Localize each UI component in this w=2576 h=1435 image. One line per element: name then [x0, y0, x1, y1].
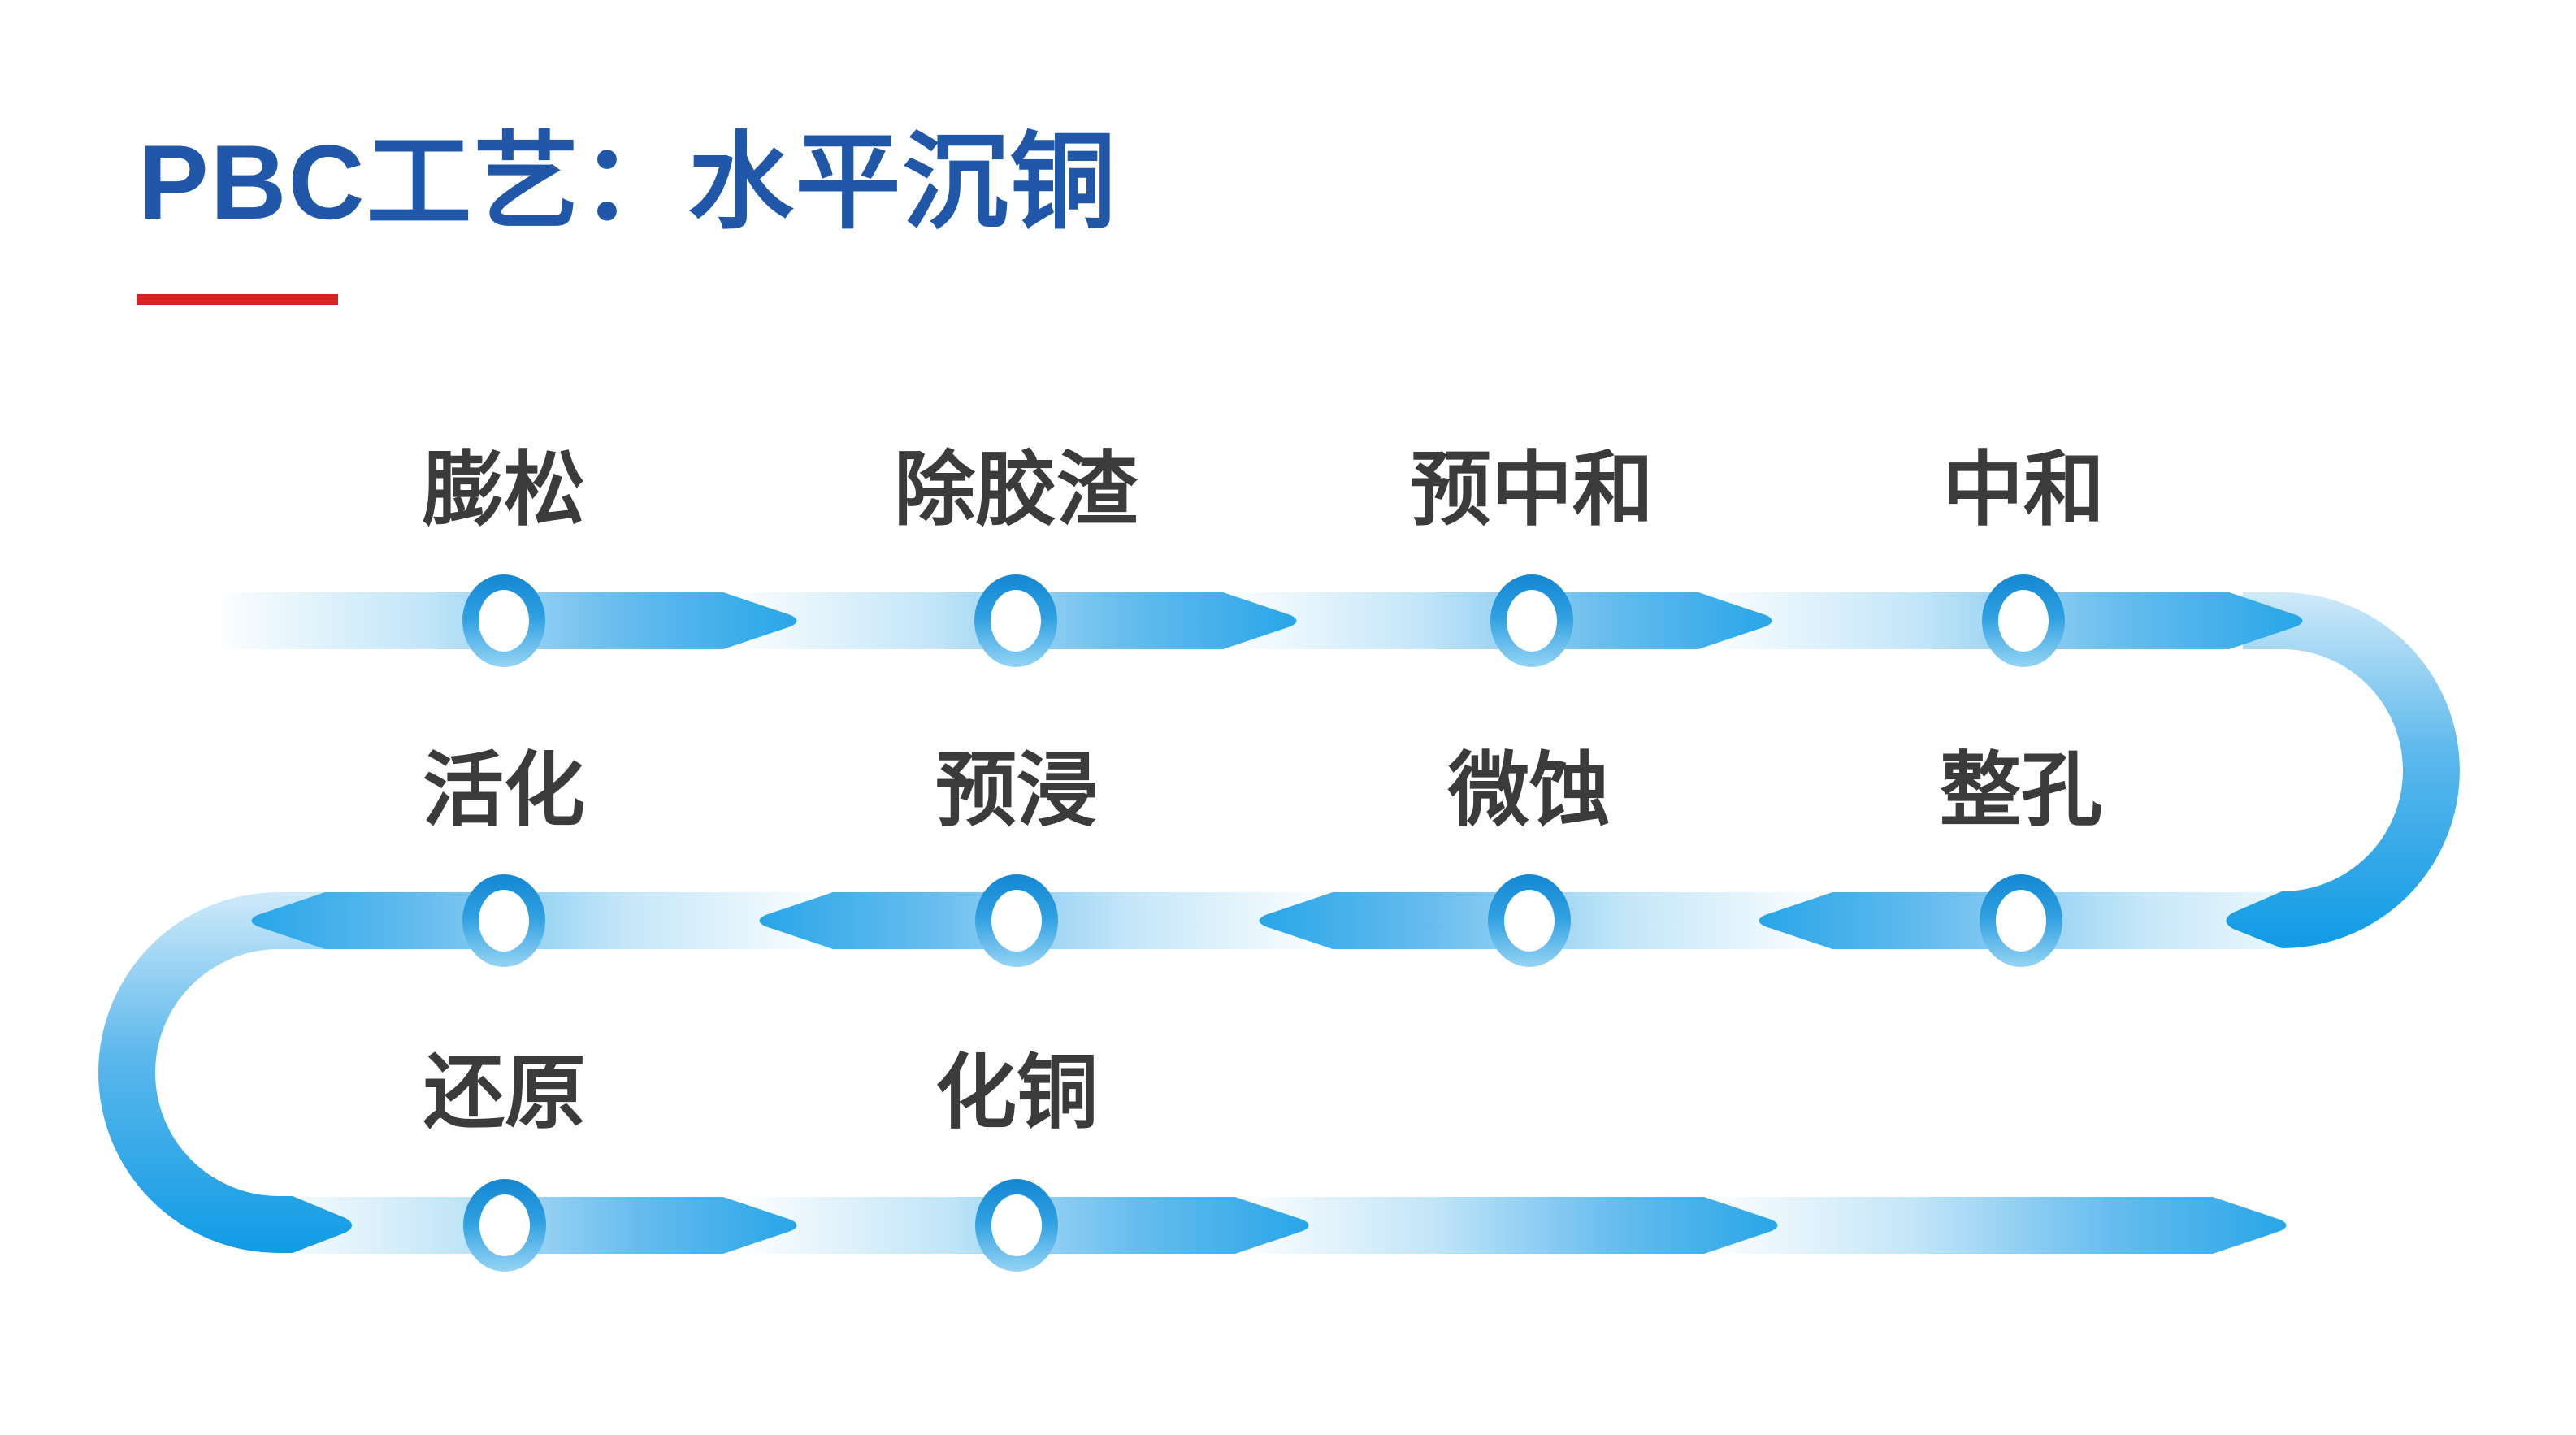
step-node-pengsong	[462, 574, 545, 667]
step-node-zhengkong	[1980, 874, 2062, 967]
step-label-huohua: 活化	[423, 745, 585, 836]
step-node-chujiaozha	[974, 574, 1057, 667]
step-label-zhengkong: 整孔	[1940, 745, 2102, 836]
uturn-left-arrow	[98, 892, 352, 1253]
step-node-zhonghe	[1982, 574, 2065, 667]
step-label-huatong: 化铜	[935, 1047, 1098, 1138]
node-hole	[991, 1194, 1042, 1256]
title-underline	[137, 294, 338, 305]
step-node-yujin	[975, 874, 1058, 967]
step-label-chujiaozha: 除胶渣	[894, 444, 1138, 535]
step-node-weishi	[1488, 874, 1571, 967]
node-hole	[991, 890, 1042, 952]
node-hole	[991, 590, 1041, 652]
node-hole	[1507, 590, 1557, 652]
node-hole	[1998, 590, 2049, 652]
node-hole	[479, 590, 529, 652]
step-label-yuzhonghe: 预中和	[1410, 444, 1654, 535]
node-hole	[479, 1194, 530, 1256]
node-hole	[1504, 890, 1555, 952]
step-node-huohua	[462, 874, 545, 967]
step-node-huatong	[975, 1179, 1058, 1272]
uturn-right-arrow	[2226, 592, 2460, 948]
step-node-yuzhonghe	[1490, 574, 1573, 667]
page-title: PBC工艺：水平沉铜	[138, 123, 1117, 241]
node-hole	[1996, 890, 2046, 952]
segment-row3-3	[1243, 1197, 1778, 1254]
step-label-huanyuan: 还原	[423, 1047, 586, 1138]
step-label-zhonghe: 中和	[1942, 444, 2105, 535]
segment-row3-4	[1712, 1197, 2287, 1254]
step-node-huanyuan	[463, 1179, 546, 1272]
step-label-pengsong: 膨松	[423, 444, 585, 535]
step-label-weishi: 微蚀	[1448, 745, 1611, 836]
step-label-yujin: 预浸	[935, 745, 1098, 836]
node-hole	[479, 890, 529, 952]
